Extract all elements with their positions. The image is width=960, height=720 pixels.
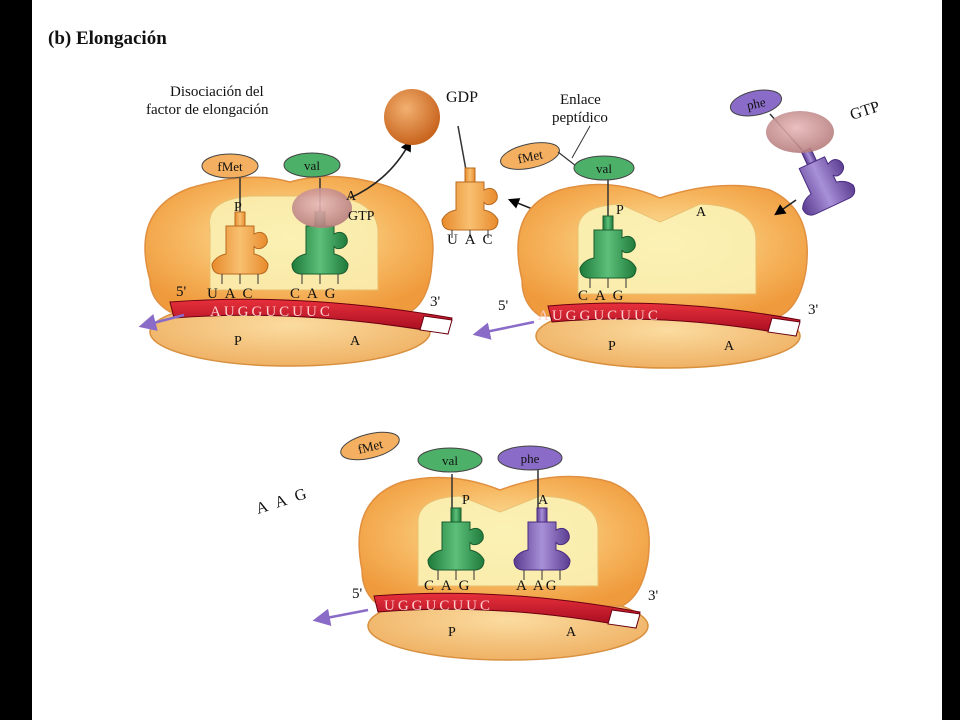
dissociation-arrow: [349, 140, 412, 199]
aa-phe-3: [497, 445, 563, 471]
figure-title: (b) Elongación: [48, 28, 167, 49]
site-p-bottom: P: [448, 625, 456, 640]
ribosome-panel-2: AUGGUCUUC 5' 3' C A G fMet val P A P A: [472, 142, 819, 369]
peptide-label-line1: Enlace: [560, 92, 601, 108]
three-prime-label: 3': [430, 294, 441, 310]
released-anticodon: U A C: [447, 232, 495, 248]
three-prime-label: 3': [808, 302, 819, 318]
free-codon-label: A A G: [254, 485, 312, 518]
ribosome-panel-1: AUGGUCUUC 5' 3' U A C C A G fMet val P A…: [138, 140, 453, 367]
mrna-tail: [419, 315, 453, 335]
site-a-bottom: A: [350, 334, 361, 349]
mrna-tail: [767, 317, 801, 337]
gtp-label-2: GTP: [848, 98, 882, 124]
site-a-top: A: [538, 493, 549, 508]
site-p-top: P: [234, 200, 242, 215]
figure-frame: (b) Elongación AUGGUCUUC 5' 3' U A C C A…: [32, 0, 942, 720]
ribosome-panel-3: UGGUCUUC 5' 3' C A G A AG fMet val phe P…: [312, 431, 659, 661]
dissociation-label-line2: factor de elongación: [146, 102, 269, 118]
mrna-direction-arrow: [472, 320, 535, 340]
five-prime-label: 5': [498, 298, 509, 314]
mrna-direction-arrow: [312, 608, 369, 626]
gdp-label: GDP: [446, 89, 478, 106]
site-a-top: A: [696, 205, 707, 220]
released-trna: U A C: [441, 125, 499, 248]
svg-text:fMet: fMet: [516, 146, 544, 166]
peptide-bond: [557, 151, 577, 167]
gdp-ball: [384, 89, 440, 145]
mrna-tail: [607, 609, 641, 629]
dissociation-label-line1: Disociación del: [170, 84, 264, 100]
elongation-factor-incoming: [766, 111, 834, 153]
aa-fmet-2: [500, 142, 560, 170]
svg-text:phe: phe: [521, 451, 540, 466]
aa-fmet-1: [201, 153, 259, 179]
elongation-factor: [292, 188, 352, 228]
site-p-bottom: P: [608, 339, 616, 354]
site-p-top: P: [616, 203, 624, 218]
aa-val-1: [283, 152, 341, 178]
elongation-diagram: (b) Elongación AUGGUCUUC 5' 3' U A C C A…: [48, 28, 882, 661]
three-prime-label: 3': [648, 588, 659, 604]
entry-arrow: [774, 199, 797, 216]
svg-text:phe: phe: [745, 94, 767, 113]
anticodon-p: U A C: [207, 286, 255, 302]
site-a-bottom: A: [724, 339, 735, 354]
five-prime-label: 5': [176, 284, 187, 300]
gtp-label-1: GTP: [348, 209, 375, 224]
peptide-label-line2: peptídico: [552, 110, 608, 126]
anticodon-p: C A G: [424, 578, 472, 594]
aa-phe-incoming: [729, 89, 783, 117]
svg-text:val: val: [442, 453, 458, 468]
site-p-top: P: [462, 493, 470, 508]
anticodon-p: C A G: [578, 288, 626, 304]
aa-fmet-3: [340, 431, 400, 461]
aa-val-2: [573, 155, 635, 181]
anticodon-a: A AG: [516, 578, 559, 594]
five-prime-label: 5': [352, 586, 363, 602]
svg-text:fMet: fMet: [217, 159, 243, 174]
anticodon-a: C A G: [290, 286, 338, 302]
svg-text:fMet: fMet: [356, 436, 385, 457]
site-a-bottom: A: [566, 625, 577, 640]
mrna-sequence: AUGGUCUUC: [210, 304, 333, 320]
aa-val-3: [417, 447, 483, 473]
mrna-sequence: AUGGUCUUC: [538, 308, 661, 324]
site-p-bottom: P: [234, 334, 242, 349]
svg-text:val: val: [596, 161, 612, 176]
svg-text:val: val: [304, 158, 320, 173]
mrna-direction-arrow: [138, 313, 185, 331]
mrna-sequence: UGGUCUUC: [384, 598, 493, 614]
